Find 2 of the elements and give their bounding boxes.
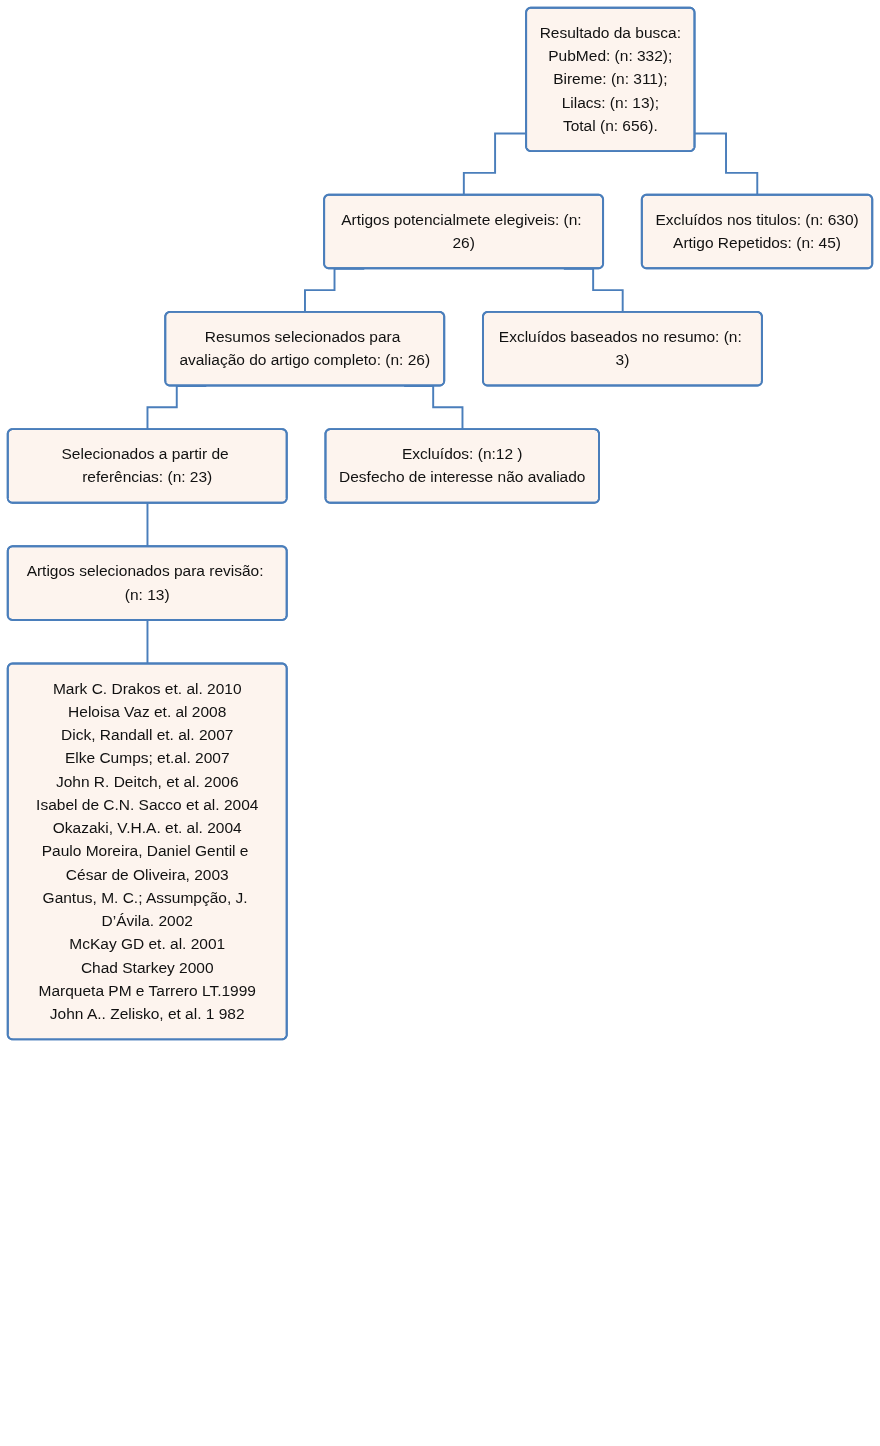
connector [146,502,149,548]
connector [146,619,149,665]
